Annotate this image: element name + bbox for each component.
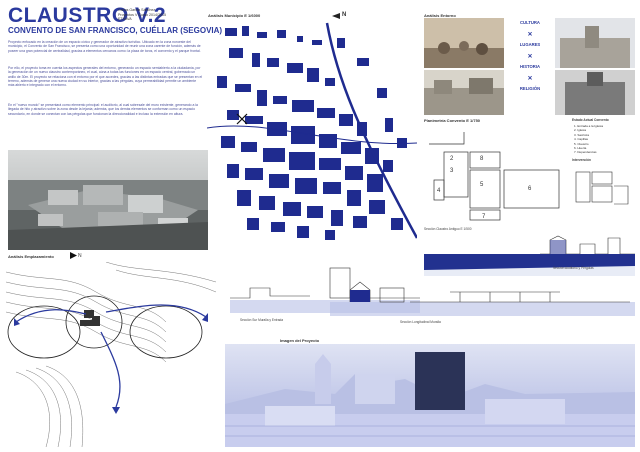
legend-item: 2. Iglesia (574, 128, 587, 133)
legend-list: 1. Entrada a la Iglesia 2. Iglesia 3. Sa… (574, 124, 603, 155)
municipal-map-drawing (207, 22, 417, 240)
aerial-photo-illustration (8, 150, 208, 250)
entorno-photo-2 (424, 70, 504, 115)
plan-number: 2 (450, 156, 454, 162)
aerial-photo (8, 150, 208, 250)
section-banner-blue (424, 254, 635, 276)
keyword-lugares: LUGARES (519, 42, 541, 47)
keyword-historia: HISTORIA (520, 64, 540, 69)
section-longitudinal (330, 276, 635, 316)
compass-arrow-icon (70, 252, 77, 259)
estado-actual-label: Estado Actual Convento (572, 118, 609, 122)
municipal-map (207, 18, 417, 243)
plan-number: 7 (482, 214, 486, 220)
plan-number: 5 (480, 182, 484, 188)
plan-number: 8 (480, 156, 484, 162)
seccion-longitudinal-label: Sección Longitudinal Muralla (400, 320, 441, 324)
legend-item: 6. Huerta (574, 146, 587, 151)
author-line: Carlos García Sánchez (118, 8, 156, 12)
compass-arrow-icon (332, 13, 340, 19)
seccion-claustro-label: Sección Claustro Antiguo E 1/500 (424, 227, 472, 231)
entorno-label: Análisis Entorno (424, 13, 456, 18)
cross-icon: ✕ (527, 32, 533, 38)
entorno-photo-1 (424, 18, 504, 68)
map-municipio-label: Análisis Municipio E 1/6000 (208, 13, 261, 18)
convent-plan-drawing: 2 3 8 5 6 4 7 (429, 132, 560, 221)
cross-icon: ✕ (527, 76, 533, 82)
keywords-column: CULTURA ✕ LUGARES ✕ HISTORIA ✕ RELIGIÓN (510, 20, 550, 91)
intro-paragraph-2: Por ello, el proyecto toma en cuenta los… (8, 66, 203, 88)
intervention-plan (568, 164, 633, 212)
legend-item: 4. Capillas (574, 137, 589, 142)
entorno-photo-4 (555, 70, 635, 115)
intro-paragraph-1: Proyecto enfocado en la creación de un e… (8, 40, 201, 53)
cross-icon: ✕ (527, 54, 533, 60)
legend-item: 1. Entrada a la Iglesia (574, 124, 604, 128)
keyword-cultura: CULTURA (520, 20, 540, 25)
author-block: Carlos García Sánchez Proyectos V Curso … (118, 8, 166, 22)
planimetria-label: Planimetría Convento E 1/750 (424, 118, 481, 123)
author-line: Proyectos V Curso 2014/2015 (118, 12, 166, 17)
entorno-photo-3 (555, 18, 635, 68)
seccion-sur-label: Sección Sur Muralla y Entrada (240, 318, 284, 322)
plan-number: 6 (528, 186, 532, 192)
page-subtitle: CONVENTO DE SAN FRANCISCO, CUÉLLAR (SEGO… (8, 26, 223, 35)
intro-paragraph-3: En el "nuevo mundo" se presentará como e… (8, 103, 198, 116)
project-render-drawing (225, 344, 635, 447)
section-longitudinal-drawing (330, 281, 635, 316)
convent-plan: 2 3 8 5 6 4 7 (424, 124, 564, 229)
imagen-label: Imagen del Proyecto (280, 338, 320, 343)
compass-north-label: N (342, 12, 347, 18)
legend-item: 7. Dependencias (574, 150, 597, 155)
legend-item: 5. Claustro (574, 141, 589, 146)
site-analysis-diagram (6, 262, 216, 447)
seccion-auditorio-label: Sección Auditorio y Pérgolas (553, 266, 594, 270)
emplazamiento-label: Análisis Emplazamiento (8, 254, 54, 259)
elevation-sketch (540, 228, 635, 256)
plan-number: 3 (450, 168, 454, 174)
intervencion-label: Intervención (572, 158, 591, 162)
compass-north-label: N (78, 253, 82, 259)
plan-number: 4 (437, 188, 441, 194)
site-analysis-drawing (6, 262, 216, 447)
project-render (225, 344, 635, 447)
legend-item: 3. Sacristía (574, 132, 590, 137)
page-title: CLAUSTRO V.2 (8, 4, 167, 27)
author-line: ETSAVA (118, 17, 132, 22)
keyword-religion: RELIGIÓN (519, 86, 541, 91)
